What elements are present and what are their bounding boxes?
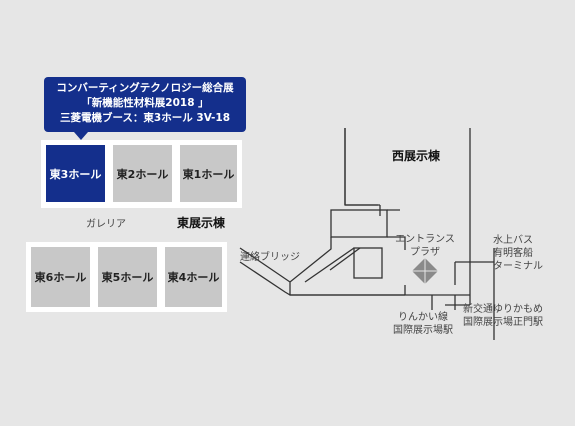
hall-east5[interactable]: 東5ホール [95, 244, 160, 310]
hall-east3-label: 東3ホール [49, 167, 102, 181]
entrance-building-a [330, 209, 388, 238]
entrance-plaza-line2: プラザ [410, 247, 440, 258]
rinkai-line-label: りんかい線 国際展示場駅 [387, 311, 459, 337]
callout-show-name: 「新機能性材料展2018 」 [81, 97, 209, 109]
hall-east2[interactable]: 東2ホール [110, 142, 175, 205]
hall-east2-label: 東2ホール [116, 167, 169, 181]
rinkai-line2: 国際展示場駅 [393, 325, 453, 336]
callout-booth-location: 三菱電機ブース：東3ホール 3V-18 [59, 112, 231, 124]
entrance-building-b [353, 247, 383, 279]
water-bus-label: 水上バス 有明客船 ターミナル [493, 234, 543, 273]
hall-east5-label: 東5ホール [101, 271, 154, 284]
east-exhibition-label: 東展示棟 [177, 216, 226, 230]
galleria-label: ガレリア [86, 219, 126, 230]
hall-east4-label: 東4ホール [167, 271, 220, 284]
main-walkway [290, 261, 495, 340]
callout-event-name: コンバーティングテクノロジー総合展 [56, 82, 234, 94]
walkway-right [445, 248, 495, 306]
water-bus-line1: 水上バス [493, 235, 533, 246]
rinkai-line1: りんかい線 [398, 312, 448, 323]
hall-east1-label: 東1ホール [182, 167, 235, 181]
water-bus-line3: ターミナル [493, 261, 543, 272]
hall-east1[interactable]: 東1ホール [177, 142, 240, 205]
west-hall-outline-top [344, 128, 378, 206]
hall-east4[interactable]: 東4ホール [162, 244, 225, 310]
yurikamome-line1: 新交通ゆりかもめ [463, 304, 543, 315]
entrance-plaza-label: エントランス プラザ [393, 233, 457, 259]
water-bus-line2: 有明客船 [493, 248, 533, 259]
hall-east6[interactable]: 東6ホール [28, 244, 93, 310]
yurikamome-label: 新交通ゆりかもめ 国際展示場正門駅 [455, 303, 551, 329]
entrance-approach [387, 209, 406, 250]
entrance-plaza-line1: エントランス [395, 234, 455, 245]
west-exhibition-label: 西展示棟 [392, 149, 441, 163]
hall-east6-label: 東6ホール [34, 271, 87, 284]
yurikamome-line2: 国際展示場正門駅 [463, 317, 543, 328]
bridge-label: 連絡ブリッジ [240, 252, 300, 263]
bridge-path [239, 237, 405, 296]
hall-east3[interactable]: 東3ホール [43, 142, 108, 205]
booth-callout: コンバーティングテクノロジー総合展 「新機能性材料展2018 」 三菱電機ブース… [44, 77, 246, 140]
